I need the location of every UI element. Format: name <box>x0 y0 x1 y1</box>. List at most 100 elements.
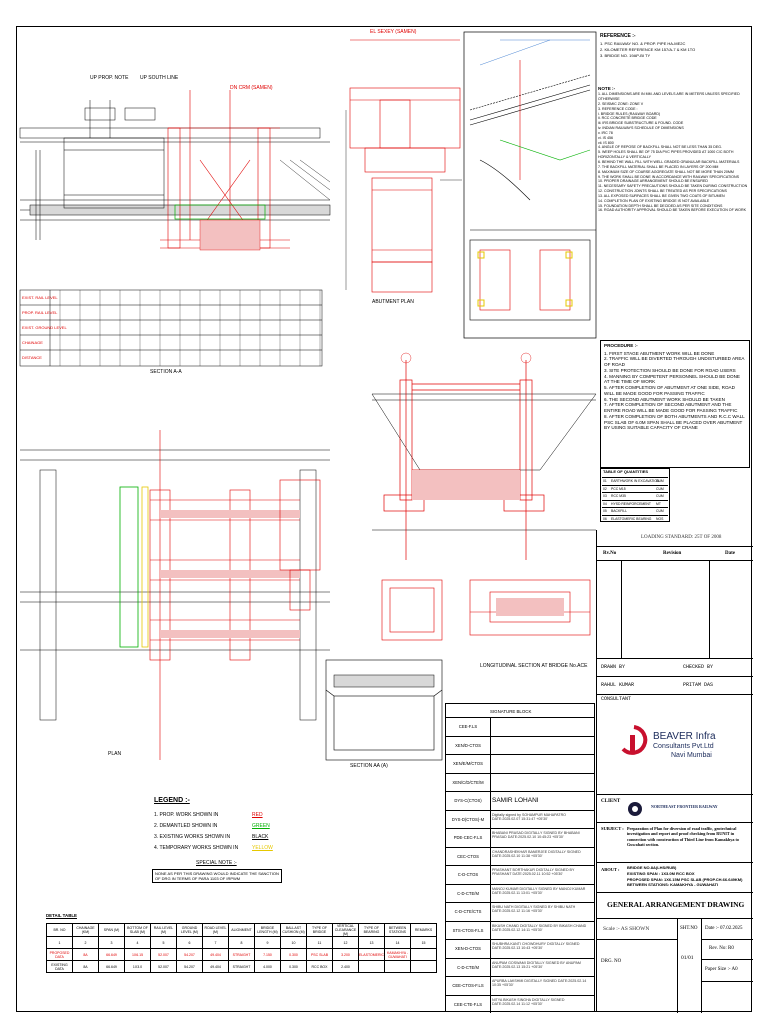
longitudinal-label: LONGITUDINAL SECTION AT BRIDGE No.ACE <box>480 663 588 669</box>
sht-no-label: SHT.NO <box>680 926 698 931</box>
schedule-no: 04 <box>603 501 607 506</box>
signature-text: ANUPAM GOSWAMI DIGITALLY SIGNED BY ANUPA… <box>492 960 581 969</box>
note-line: v. IRC 78 <box>598 130 613 135</box>
schedule-item: PCC M15 <box>611 486 626 491</box>
date-text: Date :- 07.02.2025 <box>705 926 743 931</box>
key-plan-frame <box>463 31 597 339</box>
detail-cell: REMARKS <box>410 923 438 937</box>
detail-cell: BALLAST CUSHION (M) <box>280 923 307 937</box>
note-line: 4. ANGLE OF REPOSE OF BACKFILL SHALL NOT… <box>598 145 723 150</box>
signature-row: XEN/C/D/CTE/M <box>446 772 594 791</box>
client-label: CLIENT <box>601 799 621 804</box>
client-row: CLIENT NORTHEAST FRONTIER RAILWAY <box>597 794 753 822</box>
schedule-title: TABLE OF QUANTITIES <box>603 469 649 474</box>
detail-cell: RAIL LEVEL (M) <box>150 923 177 937</box>
top-elevation-proposed <box>160 90 290 249</box>
signature-role: STS-CTOS-F.LS <box>446 921 491 939</box>
note-line: 5. WEEP HOLES SHALL BE OF 75 DIA PVC PIP… <box>598 150 734 160</box>
signature-role: XEN/C/D/CTE/M <box>446 773 491 791</box>
consultant-label: CONSULTANT <box>601 696 632 702</box>
detail-cell: 49.404 <box>202 960 229 973</box>
reference-line-2: 2. KILOMETER REFERENCE KM 157/A-7 & KM 1… <box>600 47 696 52</box>
schedule-item: HYSD REINFORCEMENT <box>611 501 651 506</box>
procedure-line: 7. AFTER COMPLETION OF SECOND ABUTMENT A… <box>604 402 738 414</box>
schedule-item: EARTHWORK IN EXCAVATION <box>611 479 660 483</box>
consultant-line2: Consultants Pvt.Ltd <box>653 743 714 750</box>
schedule-unit: MT <box>656 501 661 506</box>
detail-cell: VERTICAL CLEARANCE (M) <box>332 923 359 937</box>
schedule-unit: NOS <box>656 516 664 521</box>
plan-view-green <box>119 486 139 648</box>
schedule-no: 03 <box>603 494 607 498</box>
plan-hatch-2 <box>160 570 300 578</box>
signature-role: C-D-CTE/CTS <box>446 903 491 921</box>
signature-text: MANOJ KUMAR DIGITALLY SIGNED BY MANOJ KU… <box>492 886 586 895</box>
notes-block: NOTE :- 1. ALL DIMENSIONS ARE IN MM. AND… <box>598 86 748 213</box>
signature-role: XEN/D-CTOS <box>446 736 491 754</box>
detail-cell: PROPOSED DATA <box>46 948 73 961</box>
railway-emblem-icon <box>628 802 642 816</box>
legend-item: 4. TEMPORARY WORKS SHOWN IN YELLOW <box>154 844 284 854</box>
detail-cell: 49.404 <box>202 948 229 961</box>
detail-table-title: DETAIL TABLE <box>46 913 77 918</box>
paper-size-text: Paper Size :- A0 <box>705 967 738 972</box>
note-line: 9. THE WORK SHALL BE DONE IN ACCORDANCE … <box>598 174 739 179</box>
detail-cell: 7.150 <box>254 948 281 961</box>
detail-cell: 12 <box>332 936 359 949</box>
note-line: ii. RCC CONCRETE BRIDGE CODE <box>598 116 657 121</box>
detail-cell: BR. NO <box>46 923 73 937</box>
signature-row: CEE-F.LS <box>446 717 594 736</box>
detail-cell: 4 <box>124 936 151 949</box>
signature-text: BIKASH CHAND DIGITALLY SIGNED BY BIKASH … <box>492 923 587 932</box>
hatch-area-top <box>199 219 261 251</box>
detail-cell: STRAIGHT <box>228 948 255 961</box>
detail-cell: 0.300 <box>280 948 307 961</box>
signature-role: C-D-CTE/M <box>446 958 491 976</box>
long-hatch <box>412 470 520 500</box>
legend-label: 4. TEMPORARY WORKS SHOWN IN <box>154 845 239 851</box>
consultant-name: BEAVER Infra <box>653 731 716 742</box>
checked-by-label: CHECKED BY <box>683 664 714 670</box>
detail-cell: BOTTOM OF SLAB (M) <box>124 923 151 937</box>
schedule-row: 04 HYSD REINFORCEMENT MT <box>602 499 668 508</box>
reference-line-3: 3. BRIDGE NO. 19AP-BI TY <box>600 53 651 58</box>
sheet-count: 01/01 <box>681 955 694 961</box>
signature-text: PRASHANT BORTHAKUR DIGITALLY SIGNED BY P… <box>492 868 575 877</box>
procedure-box: PROCEDURE :- 1. FIRST STAGE ABUTMENT WOR… <box>600 340 750 468</box>
drawn-checked-row: DRAWN BY CHECKED BY <box>597 658 753 676</box>
top-sect-label: EL SEXEY (SAMEN) <box>370 29 417 35</box>
detail-cell: BETWEEN STATIONS <box>384 923 412 937</box>
long-markers <box>400 352 532 364</box>
section-a-label: SECTION A-A <box>150 369 182 375</box>
drawn-by-label: DRAWN BY <box>601 664 626 670</box>
note-line: 15. FOUNDATION DEPTH SHALL BE DECIDED AS… <box>598 203 723 208</box>
detail-cell: STRAIGHT <box>228 960 255 973</box>
rev-no-text: Rev. No: R0 <box>709 946 734 951</box>
legend-swatch: YELLOW <box>252 845 273 851</box>
reference-title: REFERENCE :- <box>600 33 636 39</box>
loading-standard: LOADING STANDARD: 25T OF 2008 <box>641 535 722 540</box>
signature-text: SHUBHRA KANTI CHOWDHURY DIGITALLY SIGNED… <box>492 942 580 951</box>
schedule-unit: CUM <box>656 479 664 483</box>
consultant-line3: Navi Mumbai <box>671 752 712 759</box>
schedule-item: RCC M35 <box>611 494 626 498</box>
about-line-1: BRIDGE NO.8A(LHS/RUB) <box>627 865 677 870</box>
legend-swatch: BLACK <box>252 834 269 840</box>
note-line: 3. REFERENCE CODE : <box>598 106 638 111</box>
procedure-line: 2. TRAFFIC WILL BE DIVERTED THROUGH UNDI… <box>604 356 745 368</box>
note-line: 8. MAXIMUM SIZE OF COARSE AGGREGATE SHAL… <box>598 169 734 174</box>
signature-role: CEE-F.LS <box>446 718 491 736</box>
schedule-item: BACKFILL <box>611 509 628 513</box>
key-plan <box>469 39 596 321</box>
